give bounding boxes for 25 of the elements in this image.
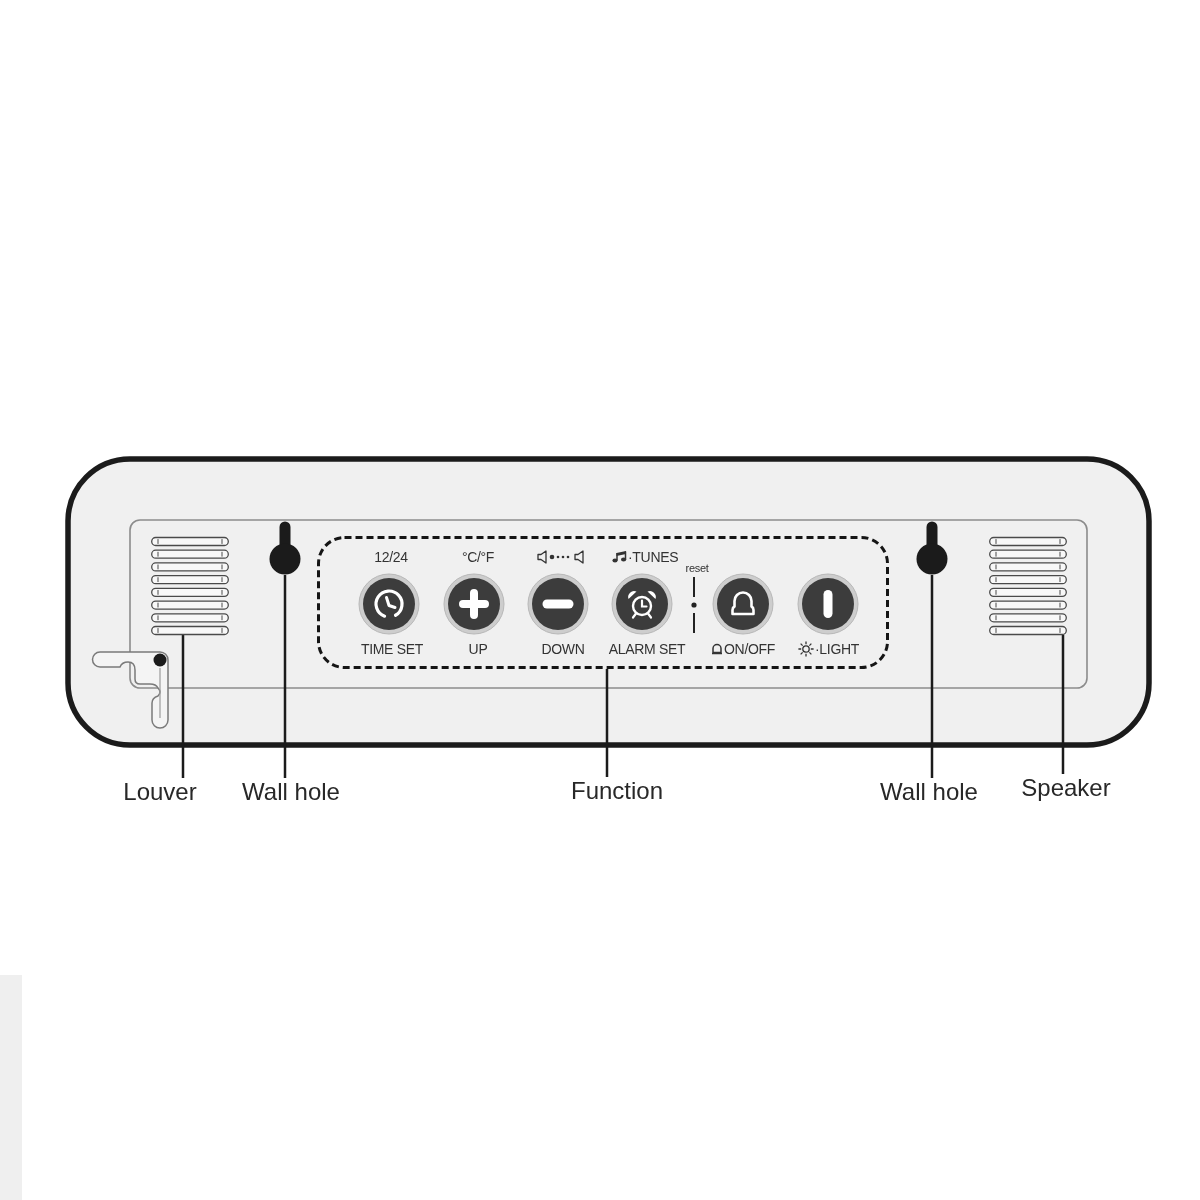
callout-label: Wall hole <box>242 778 340 806</box>
control-caption: ON/OFF <box>724 641 776 657</box>
leader-line <box>181 635 185 778</box>
control-caption: UP <box>468 641 488 657</box>
dashed-panel <box>317 536 889 669</box>
callout-label: Function <box>570 777 664 805</box>
louver-grille <box>151 537 229 635</box>
control-caption: ·LIGHT <box>815 641 860 657</box>
control-caption: °C/°F <box>461 549 495 565</box>
control-caption: TIME SET <box>360 641 424 657</box>
keyhole-slot <box>269 521 301 575</box>
leader-line <box>283 575 287 778</box>
callout-label: Wall hole <box>880 778 978 806</box>
keyhole-slot <box>916 521 948 575</box>
control-caption: ALARM SET <box>608 641 686 657</box>
callout-label: Speaker <box>1021 774 1111 802</box>
leader-line <box>930 575 934 778</box>
speaker-grille <box>989 537 1067 635</box>
leader-line <box>1061 635 1065 774</box>
leader-line <box>605 669 609 777</box>
control-caption: DOWN <box>541 641 585 657</box>
callout-label: Louver <box>123 778 197 806</box>
reset-caption: reset <box>685 561 709 576</box>
control-caption: 12/24 <box>374 549 408 565</box>
control-caption: ·TUNES <box>628 549 679 565</box>
